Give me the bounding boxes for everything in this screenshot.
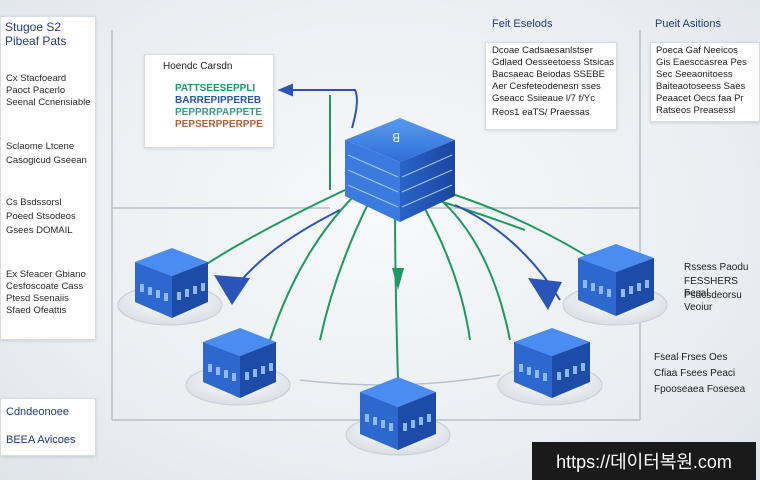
sidebar-text: Cs Bsdssorsl: [6, 197, 62, 208]
sidebar-text: Sclaome Ltcene: [6, 141, 75, 152]
panel-line: Gis Eaesccasrea Pes: [656, 57, 747, 68]
left-bottom-panel: Cdndeonoee BEEA Avicoes: [0, 398, 96, 456]
legend-connector: [277, 83, 358, 129]
sidebar-text: Ptesd Ssenaiis: [6, 293, 69, 304]
right-label: Rssess Paodu: [684, 262, 749, 273]
panel-line: Peaacet Oecs faa Pr: [656, 93, 744, 104]
top-right-2-title: Pueit Asitions: [655, 18, 722, 30]
sidebar-text: Paoct Pacerlo: [6, 85, 66, 96]
sidebar-text: Poeed Stsodeos: [6, 211, 76, 222]
panel-line: Gdlaed Oesseetoess Stsicas: [492, 57, 614, 68]
node-server-right: [562, 244, 668, 326]
sidebar-bottom-label-2: BEEA Avicoes: [6, 434, 76, 446]
legend-panel: Hoendc Carsdn PATTSEESEPPLI BARREPIPPERE…: [144, 54, 274, 148]
panel-line: Poeca Gaf Neeicos: [656, 45, 738, 56]
watermark-url: https://데이터복원.com: [532, 442, 756, 480]
node-server-bottom: [345, 377, 451, 456]
panel-line: Gseacc Ssiieaue l/7 f/Yc: [492, 93, 595, 104]
node-server-mid-left: [185, 328, 291, 406]
node-server-mid-right: [497, 328, 603, 406]
sidebar-text: Cx Stacfoeard: [6, 73, 67, 84]
top-right-panel-1: Dcoae Cadsaesanlstser Gdlaed Oesseetoess…: [485, 42, 617, 130]
node-server-left: [117, 248, 223, 326]
sidebar-title-line2: Pibeaf Pats: [5, 34, 67, 48]
right-label: Psdcsdeorsu Veoiur: [684, 290, 742, 313]
panel-line: Sec Seeaonitoess: [656, 69, 733, 80]
panel-line: Reos1 eaTS/ Praessas: [492, 107, 590, 118]
sidebar-bottom-label-1: Cdndeonoee: [6, 406, 70, 418]
central-server: ꓭ: [345, 118, 455, 222]
sidebar-text: Sfaed Ofeattis: [6, 305, 67, 316]
right-label: Fpooseaea Fosesea: [654, 384, 746, 395]
right-label: Cfiaa Fsees Peaci: [654, 368, 736, 379]
legend-row: PEPSERPPERPPE: [175, 119, 263, 130]
green-links: [204, 95, 591, 381]
right-label: FESSHERS Fesal: [684, 276, 738, 299]
sidebar-text: Ex Sfeacer Gbiano: [6, 269, 86, 280]
sidebar-text: Seenal Ccnensiable: [6, 97, 91, 108]
sidebar-title-line1: Stugoe S2: [5, 20, 62, 34]
arrow-flag-left: [214, 275, 250, 305]
right-label: Fseal Frses Oes: [654, 352, 728, 363]
arrow-flag-right: [528, 278, 562, 310]
panel-line: Baiteaotoseess Saes: [656, 81, 746, 92]
legend-title: Hoendc Carsdn: [163, 61, 233, 72]
panel-line: Bacsaeac Beiodas SSEBE: [492, 69, 606, 80]
arrow-small-center: [392, 268, 404, 290]
legend-row: PEPPRRPAPPETE: [175, 107, 263, 118]
sidebar-text: Gsees DOMAIL: [6, 225, 73, 236]
legend-row: BARREPIPPEREB: [175, 95, 262, 106]
panel-line: Dcoae Cadsaesanlstser: [492, 45, 593, 56]
sidebar-text: Casogicud Gseean: [6, 155, 87, 166]
panel-line: Aer Cesfeteodenesn sses: [492, 81, 601, 92]
sidebar-text: Cesfoscoate Cass: [6, 281, 84, 292]
top-right-panel-2: Poeca Gaf Neeicos Gis Eaesccasrea Pes Se…: [650, 42, 760, 122]
svg-text:ꓭ: ꓭ: [392, 131, 400, 145]
legend-row: PATTSEESEPPLI: [175, 83, 256, 94]
panel-line: Ratseos Preasessl: [656, 105, 736, 116]
left-sidebar-panel: Stugoe S2 Pibeaf Pats Cx Stacfoeard Paoc…: [0, 16, 96, 340]
top-right-1-title: Feit Eselods: [492, 18, 553, 30]
